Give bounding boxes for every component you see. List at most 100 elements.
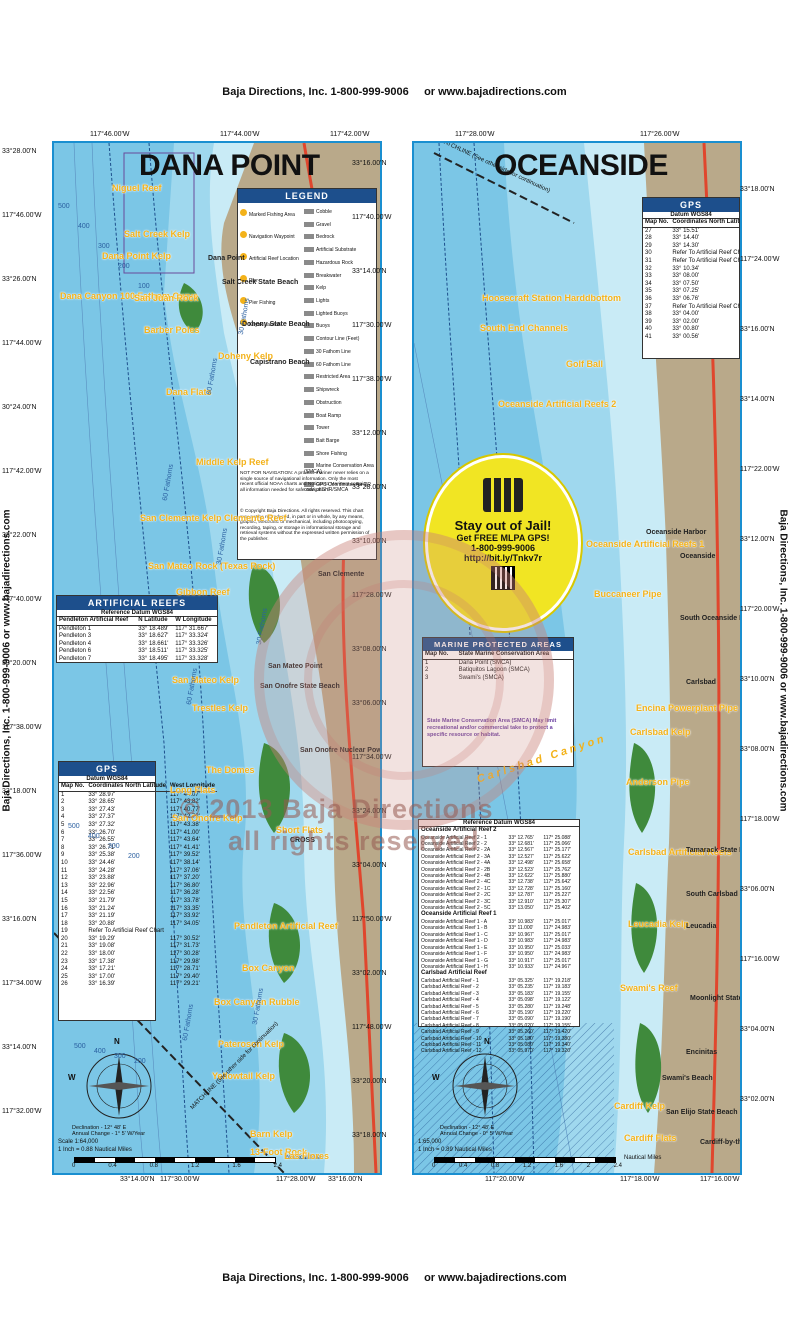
place-name: Moonlight State Beach xyxy=(690,995,742,1002)
legend-item: Restricted Area xyxy=(304,374,374,380)
legend-swatch-icon xyxy=(304,481,314,487)
right-tick: 33°18.00'N xyxy=(740,186,775,193)
legend-swatch-icon xyxy=(304,221,314,227)
table-cell: 117° 25.762' xyxy=(543,866,571,873)
table-cell: 21 xyxy=(61,943,68,950)
right-tick: 33°16.00'N xyxy=(352,160,387,167)
table-cell: 117° 19.248' xyxy=(543,1003,571,1010)
table-cell: 117° 42.73' xyxy=(170,814,200,821)
legend-item: Breakwater xyxy=(304,272,374,279)
table-cell: Carlsbad Artificial Reef - 7 xyxy=(421,1016,479,1023)
compass-rose-right xyxy=(452,1053,518,1119)
fishing-spot-label: Trestles Kelp xyxy=(192,703,249,713)
table-cell: Refer To Artificial Reef Chart xyxy=(672,257,742,264)
table-cell: 33° 08.00' xyxy=(672,273,700,280)
table-cell: 33° 18.495' xyxy=(138,655,169,662)
table-cell: 30 xyxy=(645,250,652,257)
scale-tick: 0.8 xyxy=(490,1163,500,1169)
table-cell: 33° 12.527' xyxy=(508,853,534,860)
table-cell: Carlsbad Artificial Reef - 12 xyxy=(421,1048,482,1055)
fishing-spot-label: Cardiff Kelp xyxy=(614,1101,666,1111)
table-cell: 26 xyxy=(61,981,68,988)
left-tick: 33°20.00'N xyxy=(2,660,37,667)
table-cell: 117° 25.880' xyxy=(543,873,571,880)
top-tick: 117°28.00'W xyxy=(455,131,495,138)
table-cell: 117° 44.07' xyxy=(170,791,200,798)
table-cell: 5 xyxy=(61,821,65,828)
left-tick: 33°14.00'N xyxy=(2,1044,37,1051)
legend-item: Shore Fishing xyxy=(304,450,374,457)
table-cell: 117° 25.227' xyxy=(543,892,571,899)
table-cell: 117° 31.667' xyxy=(175,625,209,632)
table-cell: 13 xyxy=(61,882,68,889)
contour-60-fathom xyxy=(108,143,190,1173)
place-name: Leucadia xyxy=(686,923,717,930)
table-cell: Pendleton 4 xyxy=(59,640,92,647)
reef-group-name: Oceanside Artificial Reef 2 xyxy=(421,827,497,833)
depth-label: 400 xyxy=(78,223,90,230)
legend-label: 60 Fathom Line xyxy=(316,361,351,368)
table-cell: 33° 18.627' xyxy=(138,633,169,640)
table-cell: 28 xyxy=(645,235,652,242)
legend-label: Bedrock xyxy=(316,234,335,241)
table-cell: 117° 38.14' xyxy=(170,859,200,866)
legend-swatch-icon xyxy=(304,361,314,367)
legend-swatch-icon xyxy=(304,437,314,443)
fishing-spot-label: Yellowtail Kelp xyxy=(212,1071,276,1081)
table-cell: 29 xyxy=(645,242,652,249)
depth-label: 500 xyxy=(68,823,80,830)
scale-tick: 1.2 xyxy=(190,1163,200,1169)
legend-label: Shore Fishing xyxy=(316,450,347,457)
table-cell: 33° 26.55' xyxy=(88,837,116,844)
right-tick: 33°08.00'N xyxy=(740,746,775,753)
jail-link[interactable]: http://bit.ly/Tnkv7r xyxy=(463,553,542,563)
fishing-spot-label: Swami's Reef xyxy=(620,983,678,993)
scale-note-right: 1 Inch = 0.89 Nautical Miles xyxy=(418,1147,492,1153)
table-header: West Longitude xyxy=(168,783,217,792)
table-cell: 33° 02.00' xyxy=(672,318,700,325)
fishing-spot-label: San Onofre Kelp xyxy=(172,813,243,823)
table-cell: 117° 25.017' xyxy=(543,931,571,938)
legend-label: Restricted Area xyxy=(316,374,351,381)
depth-label: 300 xyxy=(108,843,120,850)
right-tick: 117°48.00'W xyxy=(352,1024,392,1031)
table-cell: 117° 24.983' xyxy=(543,951,571,958)
table-cell: Pendleton 7 xyxy=(59,655,92,662)
table-cell: 33° 10.917' xyxy=(508,957,534,964)
table-cell: 33° 21.19' xyxy=(88,913,116,920)
table-header: Coordinates North Latitude xyxy=(86,783,169,792)
legend-swatch-icon xyxy=(304,450,314,456)
gps-right-title: GPS xyxy=(643,198,739,212)
legend-swatch-icon xyxy=(304,272,314,278)
legend-swatch-icon xyxy=(304,425,314,431)
table-cell: 33° 18.661' xyxy=(138,640,169,647)
table-cell: 33° 22.96' xyxy=(88,882,116,889)
depth-label: 400 xyxy=(88,833,100,840)
table-cell: 117° 29.21' xyxy=(170,981,200,988)
matchline-r xyxy=(433,152,575,224)
table-cell: Pendleton 6 xyxy=(59,648,92,655)
map-title-oceanside: OCEANSIDE xyxy=(494,149,668,182)
table-cell: Oceanside Artificial Reef 1 - B xyxy=(421,925,488,932)
legend-item: Boat Ramp xyxy=(304,412,374,419)
table-cell: 37 xyxy=(645,303,652,310)
place-name: San Elijo State Beach xyxy=(666,1109,738,1116)
legend-label: Breakwater xyxy=(316,272,342,279)
left-tick: 33°18.00'N xyxy=(2,788,37,795)
right-tick: 33°20.00'N xyxy=(352,1078,387,1085)
table-cell: 33° 12.622' xyxy=(508,873,534,880)
jail-offer: Get FREE MLPA GPS! xyxy=(456,533,550,543)
table-cell: 117° 19.155' xyxy=(543,1022,571,1029)
